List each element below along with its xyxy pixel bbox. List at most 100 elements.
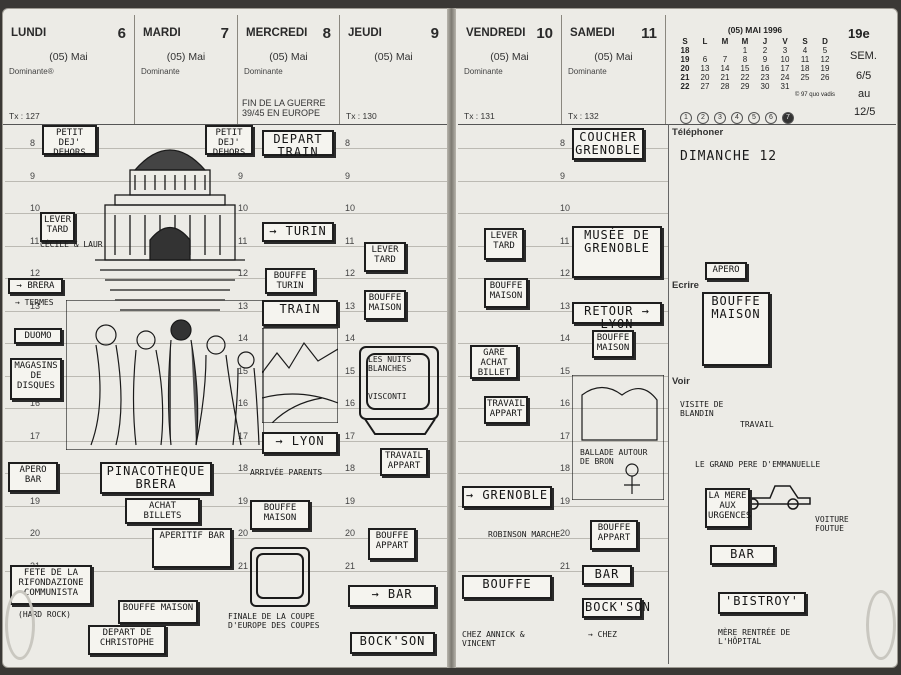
cal-day-cell: 12 [820, 55, 830, 64]
cal-day-cell: 9 [762, 55, 768, 64]
hour-line [458, 278, 668, 279]
cal-header-cell: V [782, 37, 788, 46]
entry-termes: → TERMES [15, 298, 54, 307]
circle-marker: 7 [782, 112, 794, 124]
book-gutter [447, 8, 456, 668]
day-column-lundi: LUNDI 6 (05) Mai Dominante® Tx : 127 [3, 15, 135, 125]
cal-day-cell [815, 82, 835, 91]
cal-day-cell: 1 [742, 46, 748, 55]
sunday-divider [668, 124, 669, 664]
cal-day-cell: 19 [820, 64, 830, 73]
cal-day-cell: 5 [822, 46, 828, 55]
entry-magasins: MAGASINS DE DISQUES [10, 358, 62, 400]
entry-bouffe-maison-mer: BOUFFE MAISON [250, 500, 310, 530]
hour-line [5, 505, 447, 507]
milan-dome-drawing [95, 149, 245, 311]
tv-set-drawing-2 [250, 547, 310, 607]
cal-day-cell: 14 [720, 64, 730, 73]
day-name: MARDI [143, 27, 181, 39]
day-month: (05) Mai [374, 51, 413, 63]
entry-depart-train: DEPART TRAIN [262, 130, 334, 159]
hour-label: 10 [30, 203, 41, 213]
cal-header-cell: D [822, 37, 828, 46]
entry-coucher-grenoble: COUCHER GRENOBLE [572, 128, 644, 160]
hour-label: 19 [345, 495, 356, 506]
hour-label: 18 [238, 463, 249, 473]
entry-bouffe-ven: BOUFFE [462, 575, 552, 599]
hour-label: 9 [560, 170, 566, 181]
hour-label: 16 [345, 398, 356, 408]
entry-bockson-jeu: BOCK'SON [350, 632, 435, 654]
hour-line [5, 375, 447, 377]
dominante-label: Dominante [244, 67, 283, 76]
hour-line [5, 213, 447, 214]
cal-header-cell: M [741, 37, 749, 46]
hour-line [458, 343, 668, 344]
entry-brera: → BRERA [8, 278, 63, 294]
entry-bouffe-maison-mardi: BOUFFE MAISON [118, 600, 198, 624]
hour-label: 16 [30, 398, 41, 408]
hour-label: 12 [345, 268, 356, 278]
entry-retour-lyon: RETOUR → LYON [572, 302, 662, 331]
day-column-mercredi: MERCREDI 8 (05) Mai Dominante FIN DE LA … [238, 15, 340, 125]
dominante-label: Dominante [464, 67, 503, 76]
tx-label: Tx : 132 [568, 111, 599, 121]
grenoble-ballade-drawing [572, 375, 664, 500]
hour-label: 17 [238, 430, 249, 441]
week-au: au [858, 88, 871, 100]
hour-label: 17 [345, 430, 356, 441]
day-column-jeudi: JEUDI 9 (05) Mai Tx : 130 [340, 15, 447, 125]
entry-achat-billets: ACHAT BILLETS [125, 498, 200, 524]
cal-day-cell: 23 [760, 73, 770, 82]
hour-line [458, 505, 668, 507]
hour-label: 19 [238, 495, 249, 506]
week-number: 19e [848, 26, 870, 41]
cal-day-cell [795, 82, 815, 91]
hour-label: 17 [30, 430, 41, 441]
mini-calendar-title: (05) MAI 1996 [727, 25, 783, 35]
cal-day-cell: 6 [702, 55, 708, 64]
entry-apero-dim: APERO [705, 262, 747, 280]
cal-day-cell: 15 [740, 64, 750, 73]
entry-bouffe-appart-sam: BOUFFE APPART [590, 520, 638, 550]
hour-line [5, 245, 447, 247]
hour-label: 9 [30, 170, 36, 181]
entry-grand-pere: LE GRAND PERE D'EMMANUELLE [695, 460, 821, 469]
hour-label: 10 [238, 203, 249, 213]
cal-day-cell: 20 [700, 73, 710, 82]
entry-chez: → CHEZ [588, 630, 617, 639]
cal-day-cell: 18 [680, 46, 690, 55]
entry-lever-tard-jeu: LEVER TARD [364, 242, 406, 272]
hour-line [458, 440, 668, 442]
hour-label: 14 [238, 333, 249, 343]
entry-travail-dim: TRAVAIL [740, 420, 774, 429]
cal-day-cell: 13 [700, 64, 710, 73]
cal-day-cell: 21 [720, 73, 730, 82]
hour-label: 16 [560, 398, 571, 408]
entry-visconti: VISCONTI [368, 392, 407, 401]
hour-line [458, 473, 668, 474]
circle-marker: 4 [731, 112, 743, 124]
day-number: 10 [536, 25, 553, 42]
cal-day-cell: 29 [740, 82, 750, 91]
day-column-mardi: MARDI 7 (05) Mai Dominante [135, 15, 238, 125]
hour-line [5, 570, 447, 572]
circle-marker: 2 [697, 112, 709, 124]
hour-line [5, 278, 447, 279]
entry-finale: FINALE DE LA COUPE D'EUROPE DES COUPES [228, 612, 320, 630]
entry-pinacotheque: PINACOTHEQUE BRERA [100, 462, 212, 494]
cal-day-cell: 11 [800, 55, 810, 64]
hour-label: 12 [560, 268, 571, 278]
entry-bouffe-appart-jeu: BOUFFE APPART [368, 528, 416, 560]
hour-line [458, 408, 668, 409]
hour-label: 16 [238, 398, 249, 408]
entry-train: TRAIN [262, 300, 338, 326]
cal-day-cell: 22 [680, 82, 690, 91]
hour-label: 14 [560, 333, 571, 343]
